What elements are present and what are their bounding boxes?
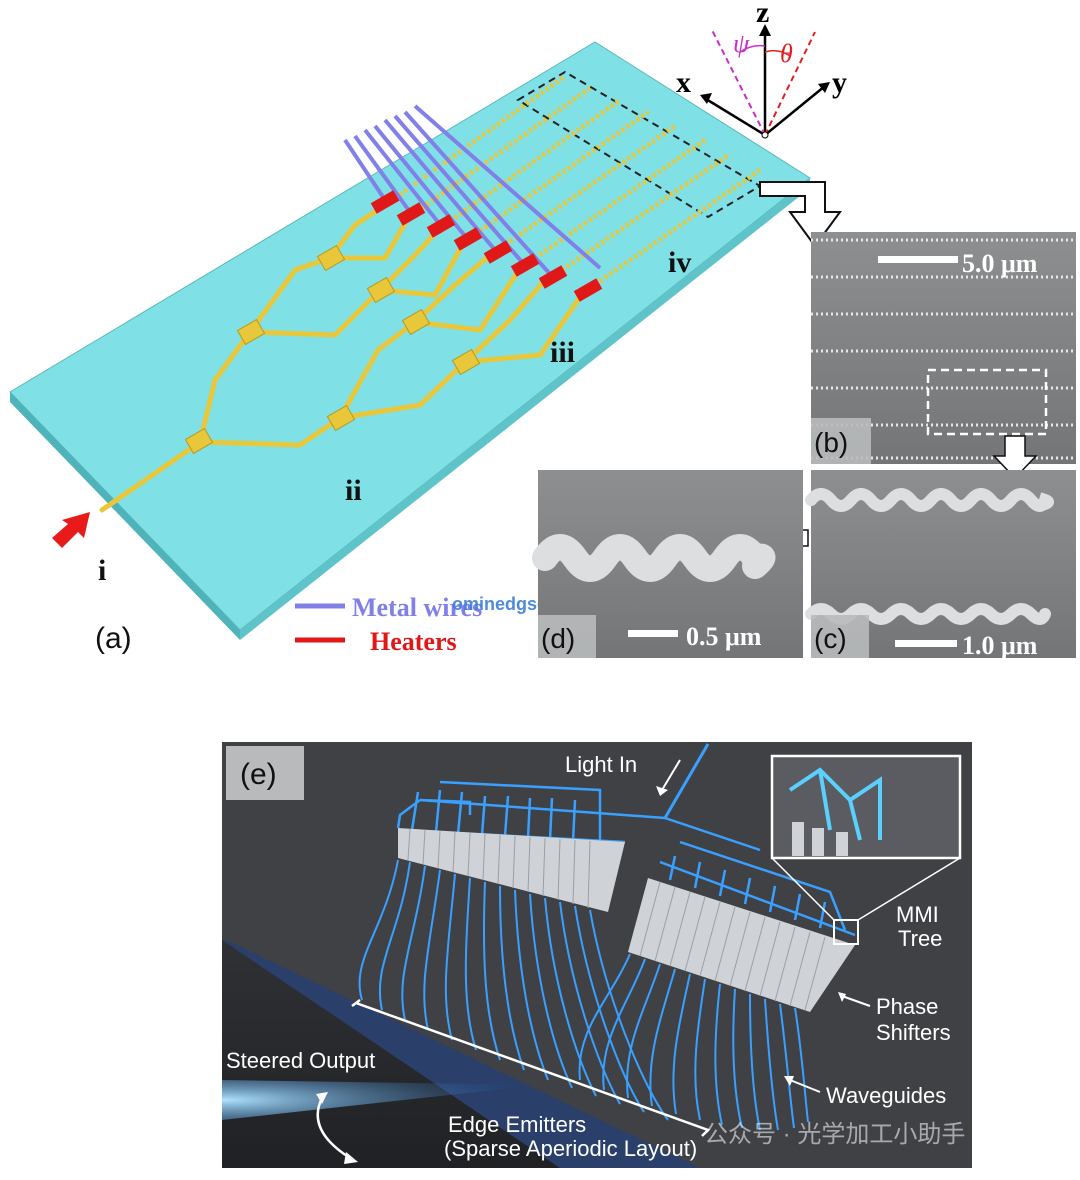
panel-d-scale: 0.5 μm [686, 622, 762, 651]
heaters-legend: Heaters [370, 627, 457, 656]
waveguides-right [578, 953, 809, 1131]
axis-y-label: y [832, 66, 847, 99]
stage-label-iii: iii [550, 336, 575, 369]
stage-label-ii: ii [345, 474, 362, 507]
stage-label-i: i [98, 554, 106, 587]
edge-emitters-bracket [351, 999, 711, 1137]
phase-shifters-label-1: Phase [876, 994, 938, 1019]
substrate-side [240, 178, 810, 640]
coordinate-axes: z x y ψ θ [676, 0, 847, 139]
sem-waveguide-lower [805, 603, 1051, 625]
mmi-selection-box [833, 919, 859, 945]
panel-b-label: (b) [814, 427, 848, 458]
axis-x-label: x [676, 66, 691, 99]
panel-c-scale: 1.0 μm [962, 631, 1038, 660]
heaters [370, 190, 603, 302]
waveguides-label: Waveguides [826, 1083, 946, 1108]
stage-label-iv: iv [668, 246, 691, 279]
light-in-label: Light In [565, 752, 637, 777]
angle-psi-label: ψ [733, 29, 750, 58]
mmi-tree-right [659, 816, 856, 937]
steered-output-beam [222, 1080, 540, 1120]
panel-b-zoom-box [926, 368, 1048, 436]
edge-emitters-label-2: (Sparse Aperiodic Layout) [444, 1136, 697, 1161]
zoom-arrow-a-to-b [759, 181, 842, 248]
panel-a-label: (a) [95, 622, 132, 655]
grating-waveguides [388, 73, 762, 291]
steer-arrow [316, 1097, 351, 1160]
steered-output-label: Steered Output [226, 1048, 375, 1073]
zoom-arrow-b-to-c [992, 435, 1038, 480]
sem-waveguide-upper [805, 488, 1054, 512]
panel-b: 5.0 μm (b) [811, 232, 1076, 464]
panel-d: 0.5 μm (d) [532, 470, 803, 658]
phase-shifters-label-2: Shifters [876, 1020, 951, 1045]
panel-e: Light In MMI Tree Phase Shifters Wavegui… [222, 742, 972, 1168]
splitters [184, 244, 481, 455]
panel-c-label: (c) [814, 623, 847, 654]
axis-z-label: z [756, 0, 769, 29]
mmi-tree-label-2: Tree [898, 926, 942, 951]
watermark-bottom: 公众号 · 光学加工小助手 [704, 1121, 965, 1148]
waveguides-left [358, 859, 669, 1121]
input-arrow [52, 512, 90, 548]
phase-shifters-left [398, 828, 625, 912]
mmi-tree-left [396, 780, 666, 845]
panel-d-label: (d) [541, 623, 575, 654]
panel-a: i ii iii iv z x y ψ θ Metal wires Heater… [9, 0, 847, 656]
edge-emitters-label-1: Edge Emitters [448, 1112, 586, 1137]
light-in-arrow [661, 759, 681, 791]
waveguide-tree [99, 202, 588, 513]
sem-waveguide-zoom [532, 534, 776, 582]
panel-e-label: (e) [240, 758, 277, 791]
metal-wires-legend: Metal wires [352, 593, 482, 622]
substrate-edge [10, 392, 240, 640]
mmi-tree-label-1: MMI [896, 902, 939, 927]
angle-theta-label: θ [780, 39, 793, 68]
panel-c: 1.0 μm (c) [805, 470, 1076, 660]
chip-edge-strip [222, 940, 700, 1168]
panel-b-scale: 5.0 μm [962, 249, 1038, 278]
